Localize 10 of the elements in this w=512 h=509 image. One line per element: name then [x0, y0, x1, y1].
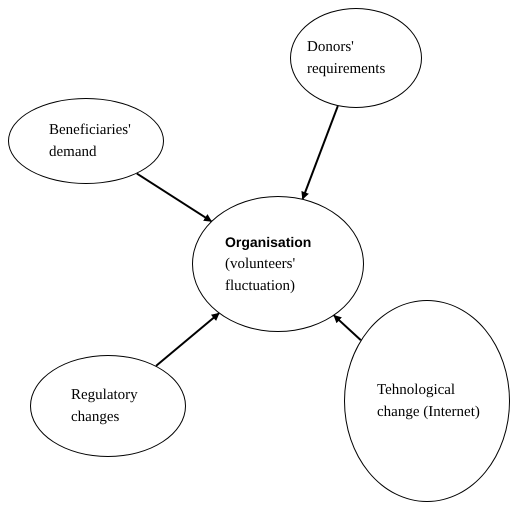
arrow — [333, 314, 362, 341]
node-heading: Organisation — [225, 233, 312, 252]
node-text: Beneficiaries' demand — [49, 121, 131, 162]
arrow — [155, 312, 220, 367]
arrow — [301, 106, 339, 200]
arrow — [136, 172, 212, 222]
node-text: Donors' requirements — [307, 38, 386, 79]
node-text: Tehnological change (Internet) — [377, 381, 481, 422]
node-text: Regulatory changes — [71, 386, 139, 427]
node-text: (volunteers' fluctuation) — [225, 255, 296, 296]
